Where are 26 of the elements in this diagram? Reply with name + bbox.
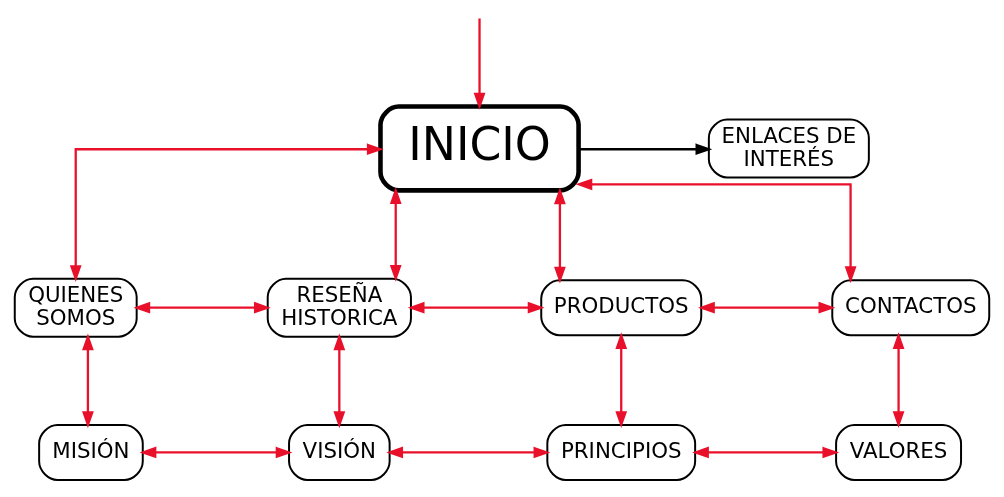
node-box: RESEÑA HISTORICA [266,277,412,338]
node-box: INICIO [378,104,581,193]
arrow [698,301,836,314]
node-box: CONTACTOS [831,279,991,337]
node-box: QUIENES SOMOS [13,277,138,338]
arrow [333,333,346,429]
arrow [692,446,840,459]
arrow [473,18,486,110]
arrow [386,446,551,459]
node-box: MISIÓN [38,424,144,481]
arrow [139,446,293,459]
node-box: PRINCIPIOS [546,424,697,481]
arrow [133,301,271,314]
node-box: VALORES [835,424,963,481]
arrow [407,301,545,314]
arrow [892,332,905,429]
arrow [575,178,857,284]
arrow [554,187,566,284]
arrow [389,187,402,282]
node-box: PRODUCTOS [540,279,703,337]
arrow [578,143,713,156]
node-box: VISIÓN [288,424,391,481]
arrow [615,332,628,429]
arrow [69,143,384,283]
node-box: ENLACES DE INTERÉS [707,118,870,179]
arrow [82,333,94,429]
